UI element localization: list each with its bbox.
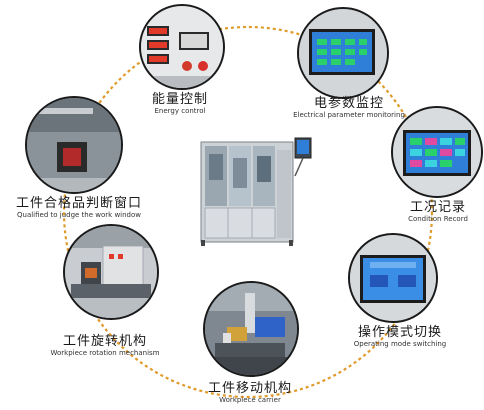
rotation-mechanism-photo (63, 224, 159, 320)
electrical-label: 电参数监控 Electrical parameter monitoring (284, 96, 414, 120)
touchscreen-monitor-icon (299, 9, 387, 97)
electrical-label-en: Electrical parameter monitoring (293, 111, 405, 119)
electrical-label-cn: 电参数监控 (313, 96, 384, 111)
workpiece-carrier-photo (203, 281, 299, 377)
qualified-label: 工件合格品判断窗口 Qualified to judge the work wi… (2, 196, 156, 220)
rotation-label-cn: 工件旋转机构 (62, 334, 147, 349)
condition-label: 工况记录 Condition Record (394, 200, 482, 224)
qualified-label-en: Qualified to judge the work window (17, 211, 141, 219)
rotation-label: 工件旋转机构 Workpiece rotation mechanism (35, 334, 175, 358)
qualified-label-cn: 工件合格品判断窗口 (15, 196, 142, 211)
energy-control-panel-icon (141, 6, 223, 88)
condition-label-en: Condition Record (408, 215, 468, 223)
workpiece-carrier-icon (205, 283, 297, 375)
rotation-label-en: Workpiece rotation mechanism (50, 349, 160, 357)
central-machine-image (197, 136, 313, 248)
operating-label: 操作模式切换 Operating mode switching (340, 325, 460, 349)
electrical-monitor-photo (297, 7, 389, 99)
carrier-label: 工件移动机构 Workpiece carrier (190, 381, 310, 405)
energy-label-cn: 能量控制 (151, 92, 208, 107)
energy-label: 能量控制 Energy control (130, 92, 230, 116)
carrier-label-en: Workpiece carrier (219, 396, 281, 404)
touchscreen-record-icon (393, 108, 481, 196)
touchscreen-switch-icon (350, 235, 436, 321)
condition-label-cn: 工况记录 (409, 200, 466, 215)
qualified-window-photo (25, 96, 123, 194)
condition-record-photo (391, 106, 483, 198)
energy-label-en: Energy control (154, 107, 206, 115)
operating-label-cn: 操作模式切换 (357, 325, 442, 340)
carrier-label-cn: 工件移动机构 (207, 381, 292, 396)
operating-label-en: Operating mode switching (353, 340, 447, 348)
rotation-mechanism-icon (65, 226, 157, 318)
operating-mode-photo (348, 233, 438, 323)
qualification-window-icon (27, 98, 121, 192)
energy-control-photo (139, 4, 225, 90)
